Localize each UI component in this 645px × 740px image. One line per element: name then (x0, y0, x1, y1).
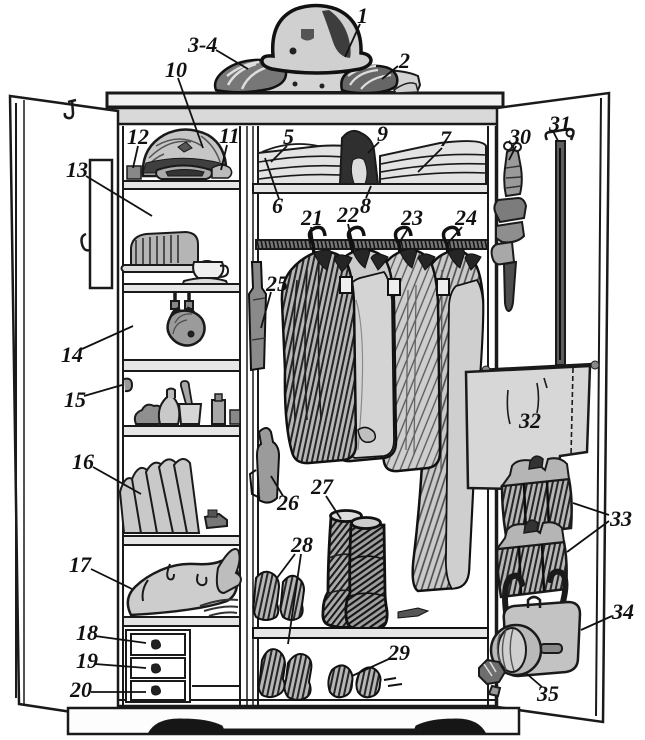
svg-text:33: 33 (609, 506, 632, 531)
svg-text:7: 7 (440, 126, 452, 151)
svg-text:22: 22 (336, 202, 359, 227)
svg-text:35: 35 (536, 681, 559, 706)
svg-text:10: 10 (165, 57, 187, 82)
svg-text:16: 16 (72, 449, 94, 474)
svg-text:13: 13 (66, 157, 88, 182)
svg-text:12: 12 (127, 124, 149, 149)
svg-text:20: 20 (69, 677, 92, 702)
svg-text:18: 18 (76, 620, 98, 645)
svg-text:31: 31 (548, 111, 571, 136)
svg-text:34: 34 (611, 599, 634, 624)
svg-text:28: 28 (290, 532, 313, 557)
svg-text:6: 6 (272, 193, 283, 218)
svg-text:2: 2 (398, 48, 410, 73)
svg-text:17: 17 (69, 552, 92, 577)
svg-text:19: 19 (76, 648, 98, 673)
svg-text:26: 26 (276, 490, 299, 515)
svg-text:1: 1 (357, 3, 368, 28)
svg-text:30: 30 (508, 124, 531, 149)
svg-text:8: 8 (360, 193, 371, 218)
svg-text:14: 14 (61, 342, 83, 367)
svg-text:15: 15 (64, 387, 86, 412)
svg-text:25: 25 (265, 271, 288, 296)
svg-text:24: 24 (454, 205, 477, 230)
svg-text:11: 11 (219, 123, 240, 148)
svg-text:32: 32 (518, 408, 541, 433)
svg-text:5: 5 (283, 124, 294, 149)
svg-text:27: 27 (310, 474, 334, 499)
svg-text:23: 23 (400, 205, 423, 230)
svg-text:9: 9 (377, 121, 388, 146)
svg-text:29: 29 (387, 640, 410, 665)
svg-text:21: 21 (300, 205, 323, 230)
svg-text:3-4: 3-4 (187, 32, 217, 57)
